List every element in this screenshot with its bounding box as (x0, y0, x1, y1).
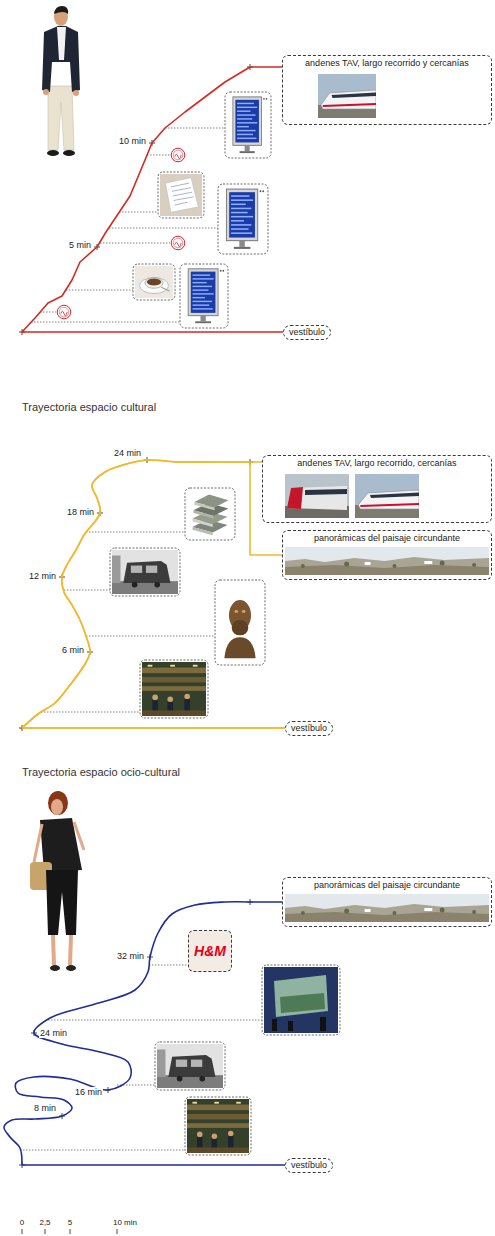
leader-line (119, 212, 158, 213)
panorama-box: panorámicas del paisaje circundante (282, 877, 492, 927)
leader-line (41, 712, 140, 713)
leader-line (48, 1020, 262, 1021)
trajectory-line (4, 902, 285, 1165)
train-photo (355, 474, 419, 518)
library-photo (187, 1099, 249, 1153)
scale-tick (22, 1229, 23, 1234)
person-figure (30, 791, 84, 971)
platform-box: andenes TAV, largo recorrido y cercanías (282, 55, 492, 125)
box-text: vestíbulo (289, 327, 325, 338)
time-mark: 10 min (118, 136, 147, 146)
thumbnail-frame (158, 172, 204, 218)
start-box: vestíbulo (283, 325, 331, 340)
trajectory-line (22, 460, 285, 728)
scale-tick (117, 1229, 118, 1234)
box-text: panorámicas del paisaje circundante (314, 880, 460, 891)
trajectory-line (22, 67, 283, 332)
section-title: Trayectoria espacio cultural (22, 401, 156, 414)
platform-box: andenes TAV, largo recorrido, cercanías (262, 455, 492, 523)
train-photo (318, 74, 376, 118)
time-mark: 6 min (61, 645, 85, 655)
stamp-icon (171, 236, 185, 250)
time-mark: 12 min (28, 571, 57, 581)
box-text: andenes TAV, largo recorrido y cercanías (305, 58, 469, 69)
panorama-box: panorámicas del paisaje circundante (282, 530, 492, 580)
leader-line (147, 155, 170, 156)
thumbnail-frame (215, 580, 265, 665)
thumbnail-frame (110, 548, 180, 596)
box-text: H&M (194, 943, 226, 959)
leader-line (86, 636, 215, 637)
stamp-icon (57, 305, 71, 319)
panorama-photo (285, 547, 489, 575)
leader-line (149, 965, 188, 966)
leader-line (86, 532, 185, 533)
library-photo (142, 662, 206, 716)
time-mark: 24 min (39, 1028, 68, 1038)
scale-tick (45, 1229, 46, 1234)
box-text: andenes TAV, largo recorrido, cercanías (297, 458, 456, 469)
monitor-icon (233, 97, 267, 153)
thumbnail-frame (225, 92, 271, 158)
time-mark: 16 min (74, 1087, 103, 1097)
thumbnail-frame (185, 488, 235, 540)
time-mark: 18 min (66, 507, 95, 517)
thumbnail-frame (140, 660, 208, 718)
leader-line (31, 322, 180, 323)
time-mark: 5 min (68, 240, 92, 250)
thumbnail-frame (218, 184, 268, 254)
time-mark: 24 min (113, 448, 142, 458)
stamp-icon (171, 148, 185, 162)
scale-tick (70, 1229, 71, 1234)
coffee-photo (135, 266, 173, 298)
document-photo (160, 174, 202, 216)
screen-photo (264, 967, 338, 1033)
leader-line (40, 312, 56, 313)
scale-label: 0 (20, 1218, 24, 1227)
start-box: vestíbulo (285, 721, 333, 736)
monitor-icon (188, 269, 224, 323)
time-mark: 32 min (116, 951, 145, 961)
section-title: Trayectoria espacio ocio-cultural (22, 766, 180, 779)
trajectory-line (22, 460, 285, 728)
books-photo (187, 490, 233, 538)
thumbnail-frame (180, 264, 228, 328)
box-text: vestíbulo (291, 723, 327, 734)
leader-line (20, 1150, 185, 1151)
leader-line (66, 290, 133, 291)
thumbnail-frame (262, 965, 340, 1035)
monitor-icon (226, 189, 264, 249)
start-box: vestíbulo (285, 1158, 333, 1173)
thumbnail-frame (155, 1042, 225, 1090)
panorama-photo (285, 894, 489, 922)
thumbnail-frame (185, 1097, 251, 1155)
box-text: vestíbulo (291, 1160, 327, 1171)
historic-train-photo (157, 1044, 223, 1088)
time-mark: 8 min (33, 1103, 57, 1113)
historic-train-photo (112, 550, 178, 594)
bust-photo (217, 582, 263, 663)
shop-logo: H&M (188, 930, 232, 972)
scale-label: 10 min (113, 1218, 137, 1227)
thumbnail-frame (133, 264, 175, 300)
person-figure (42, 6, 80, 156)
leader-line (64, 590, 110, 591)
scale-label: 2,5 (39, 1218, 50, 1227)
train-photo (285, 474, 349, 518)
leader-line (165, 128, 225, 129)
scale-label: 5 (68, 1218, 72, 1227)
leader-line (109, 228, 218, 229)
leader-line (100, 243, 170, 244)
box-text: panorámicas del paisaje circundante (314, 533, 460, 544)
